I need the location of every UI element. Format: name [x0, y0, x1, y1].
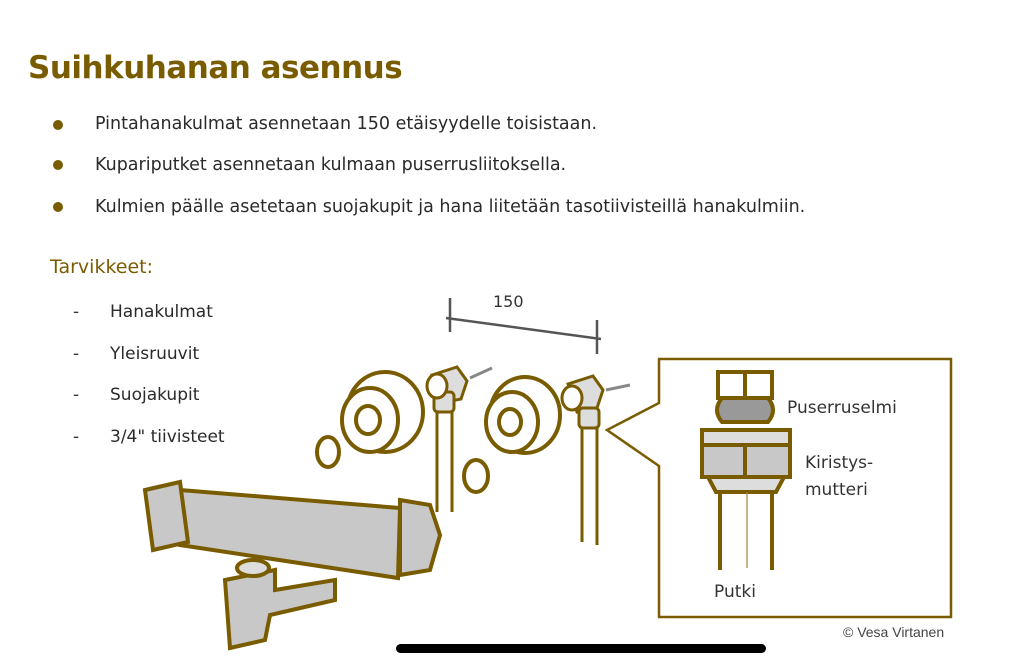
list-dash: - [73, 385, 80, 405]
dimension-label: 150 [493, 292, 524, 311]
compression-fitting-icon [700, 370, 792, 570]
pipe-label: Putki [714, 582, 756, 602]
bullet-dot [53, 202, 63, 212]
bullet-text: Kulmien päälle asetetaan suojakupit ja h… [95, 197, 806, 217]
ferrule-label: Puserruselmi [787, 398, 897, 418]
copyright: © Vesa Virtanen [843, 624, 945, 640]
angle-fitting-icon [425, 365, 493, 512]
list-dash: - [73, 302, 80, 322]
supply-item: Hanakulmat [110, 302, 213, 322]
cover-cap-icon [484, 375, 562, 455]
gasket-icon [315, 435, 490, 494]
supply-item: 3/4" tiivisteet [110, 427, 225, 447]
list-dash: - [73, 427, 80, 447]
supply-item: Yleisruuvit [110, 344, 200, 364]
shower-mixer-icon [142, 479, 443, 651]
supplies-heading: Tarvikkeet: [50, 256, 153, 278]
page-title: Suihkuhanan asennus [28, 50, 403, 86]
bullet-text: Kupariputket asennetaan kulmaan puserrus… [95, 155, 567, 175]
nut-label-line1: Kiristys- [805, 453, 874, 473]
nut-label-line2: mutteri [805, 480, 868, 500]
bullet-dot [53, 120, 63, 130]
list-dash: - [73, 344, 80, 364]
cover-cap-icon [340, 370, 425, 454]
home-indicator[interactable] [396, 644, 766, 653]
bullet-dot [53, 160, 63, 170]
supply-item: Suojakupit [110, 385, 200, 405]
dimension-line [445, 298, 602, 354]
bullet-text: Pintahanakulmat asennetaan 150 etäisyyde… [95, 114, 598, 134]
angle-fitting-icon [560, 374, 631, 545]
